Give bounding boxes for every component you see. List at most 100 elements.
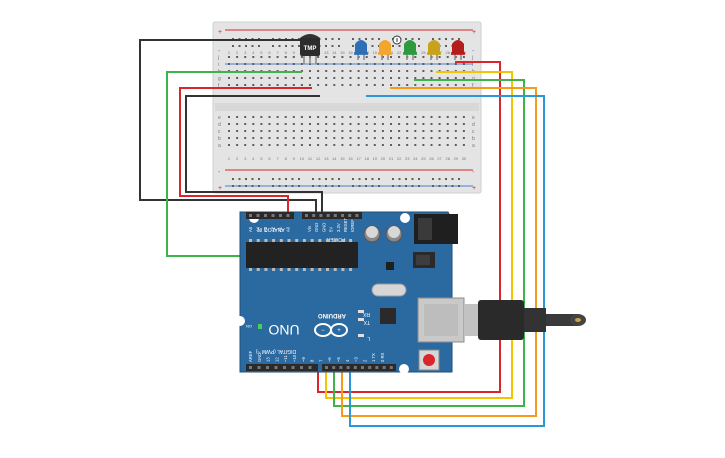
terminal-hole[interactable] bbox=[228, 84, 230, 86]
terminal-hole[interactable] bbox=[373, 84, 376, 86]
rail-hole[interactable] bbox=[358, 185, 361, 187]
terminal-hole[interactable] bbox=[398, 77, 401, 79]
rail-hole[interactable] bbox=[245, 178, 247, 180]
terminal-hole[interactable] bbox=[228, 56, 230, 58]
terminal-hole[interactable] bbox=[406, 137, 409, 139]
terminal-hole[interactable] bbox=[228, 116, 230, 118]
rail-hole[interactable] bbox=[352, 38, 354, 40]
terminal-hole[interactable] bbox=[228, 130, 230, 132]
rail-hole[interactable] bbox=[405, 178, 407, 180]
terminal-hole[interactable] bbox=[398, 116, 401, 118]
terminal-hole[interactable] bbox=[430, 63, 433, 65]
terminal-hole[interactable] bbox=[300, 56, 303, 58]
terminal-hole[interactable] bbox=[284, 63, 287, 65]
terminal-hole[interactable] bbox=[438, 130, 441, 132]
terminal-hole[interactable] bbox=[357, 123, 360, 125]
rail-hole[interactable] bbox=[365, 38, 367, 40]
terminal-hole[interactable] bbox=[300, 137, 303, 139]
terminal-hole[interactable] bbox=[438, 56, 441, 58]
terminal-hole[interactable] bbox=[317, 116, 320, 118]
rail-hole[interactable] bbox=[451, 38, 454, 40]
terminal-hole[interactable] bbox=[373, 77, 376, 79]
rail-hole[interactable] bbox=[371, 45, 374, 47]
terminal-hole[interactable] bbox=[422, 130, 425, 132]
rail-hole[interactable] bbox=[392, 45, 394, 47]
terminal-hole[interactable] bbox=[292, 77, 295, 79]
terminal-hole[interactable] bbox=[398, 84, 401, 86]
rail-hole[interactable] bbox=[338, 178, 340, 180]
terminal-hole[interactable] bbox=[462, 77, 465, 79]
digital-pin[interactable] bbox=[346, 366, 350, 369]
terminal-hole[interactable] bbox=[381, 77, 384, 79]
terminal-hole[interactable] bbox=[446, 130, 449, 132]
terminal-hole[interactable] bbox=[398, 70, 401, 72]
rail-hole[interactable] bbox=[371, 178, 374, 180]
terminal-hole[interactable] bbox=[268, 137, 271, 139]
terminal-hole[interactable] bbox=[414, 144, 417, 146]
terminal-hole[interactable] bbox=[284, 144, 287, 146]
terminal-hole[interactable] bbox=[406, 130, 409, 132]
terminal-hole[interactable] bbox=[357, 70, 360, 72]
terminal-hole[interactable] bbox=[365, 63, 368, 65]
red-led[interactable] bbox=[451, 40, 465, 60]
terminal-hole[interactable] bbox=[252, 56, 255, 58]
terminal-hole[interactable] bbox=[276, 116, 279, 118]
yellow-led[interactable] bbox=[427, 40, 441, 60]
terminal-hole[interactable] bbox=[325, 77, 328, 79]
rail-hole[interactable] bbox=[438, 178, 441, 180]
info-icon[interactable] bbox=[392, 35, 402, 45]
terminal-hole[interactable] bbox=[333, 144, 336, 146]
terminal-hole[interactable] bbox=[381, 63, 384, 65]
terminal-hole[interactable] bbox=[260, 116, 263, 118]
terminal-hole[interactable] bbox=[309, 130, 311, 132]
terminal-hole[interactable] bbox=[438, 63, 441, 65]
terminal-hole[interactable] bbox=[365, 137, 368, 139]
terminal-hole[interactable] bbox=[422, 56, 425, 58]
terminal-hole[interactable] bbox=[430, 70, 433, 72]
rail-hole[interactable] bbox=[238, 178, 241, 180]
terminal-hole[interactable] bbox=[244, 77, 247, 79]
terminal-hole[interactable] bbox=[284, 123, 287, 125]
rail-hole[interactable] bbox=[365, 178, 367, 180]
rail-hole[interactable] bbox=[325, 45, 327, 47]
rail-hole[interactable] bbox=[458, 38, 460, 40]
analog-pin[interactable] bbox=[279, 214, 282, 217]
terminal-hole[interactable] bbox=[244, 56, 247, 58]
rail-hole[interactable] bbox=[331, 45, 334, 47]
terminal-hole[interactable] bbox=[309, 116, 311, 118]
terminal-hole[interactable] bbox=[268, 77, 271, 79]
rail-hole[interactable] bbox=[445, 185, 447, 187]
terminal-hole[interactable] bbox=[341, 130, 344, 132]
terminal-hole[interactable] bbox=[446, 144, 449, 146]
digital-pin[interactable] bbox=[300, 366, 303, 369]
terminal-hole[interactable] bbox=[300, 116, 303, 118]
terminal-hole[interactable] bbox=[292, 116, 295, 118]
terminal-hole[interactable] bbox=[349, 123, 352, 125]
rail-hole[interactable] bbox=[331, 38, 334, 40]
terminal-hole[interactable] bbox=[390, 84, 392, 86]
terminal-hole[interactable] bbox=[260, 63, 263, 65]
terminal-hole[interactable] bbox=[462, 137, 465, 139]
terminal-hole[interactable] bbox=[284, 56, 287, 58]
rail-hole[interactable] bbox=[418, 38, 420, 40]
terminal-hole[interactable] bbox=[244, 123, 247, 125]
rail-hole[interactable] bbox=[451, 185, 454, 187]
terminal-hole[interactable] bbox=[244, 63, 247, 65]
digital-pin[interactable] bbox=[291, 366, 295, 369]
rail-hole[interactable] bbox=[298, 45, 300, 47]
terminal-hole[interactable] bbox=[276, 123, 279, 125]
terminal-hole[interactable] bbox=[276, 77, 279, 79]
terminal-hole[interactable] bbox=[333, 137, 336, 139]
terminal-hole[interactable] bbox=[365, 84, 368, 86]
terminal-hole[interactable] bbox=[252, 116, 255, 118]
temperature-sensor[interactable]: TMP bbox=[300, 34, 320, 64]
terminal-hole[interactable] bbox=[438, 116, 441, 118]
terminal-hole[interactable] bbox=[349, 84, 352, 86]
terminal-hole[interactable] bbox=[365, 144, 368, 146]
terminal-hole[interactable] bbox=[333, 77, 336, 79]
terminal-hole[interactable] bbox=[454, 63, 457, 65]
terminal-hole[interactable] bbox=[317, 137, 320, 139]
terminal-hole[interactable] bbox=[446, 137, 449, 139]
rail-hole[interactable] bbox=[291, 45, 294, 47]
rail-hole[interactable] bbox=[278, 45, 281, 47]
